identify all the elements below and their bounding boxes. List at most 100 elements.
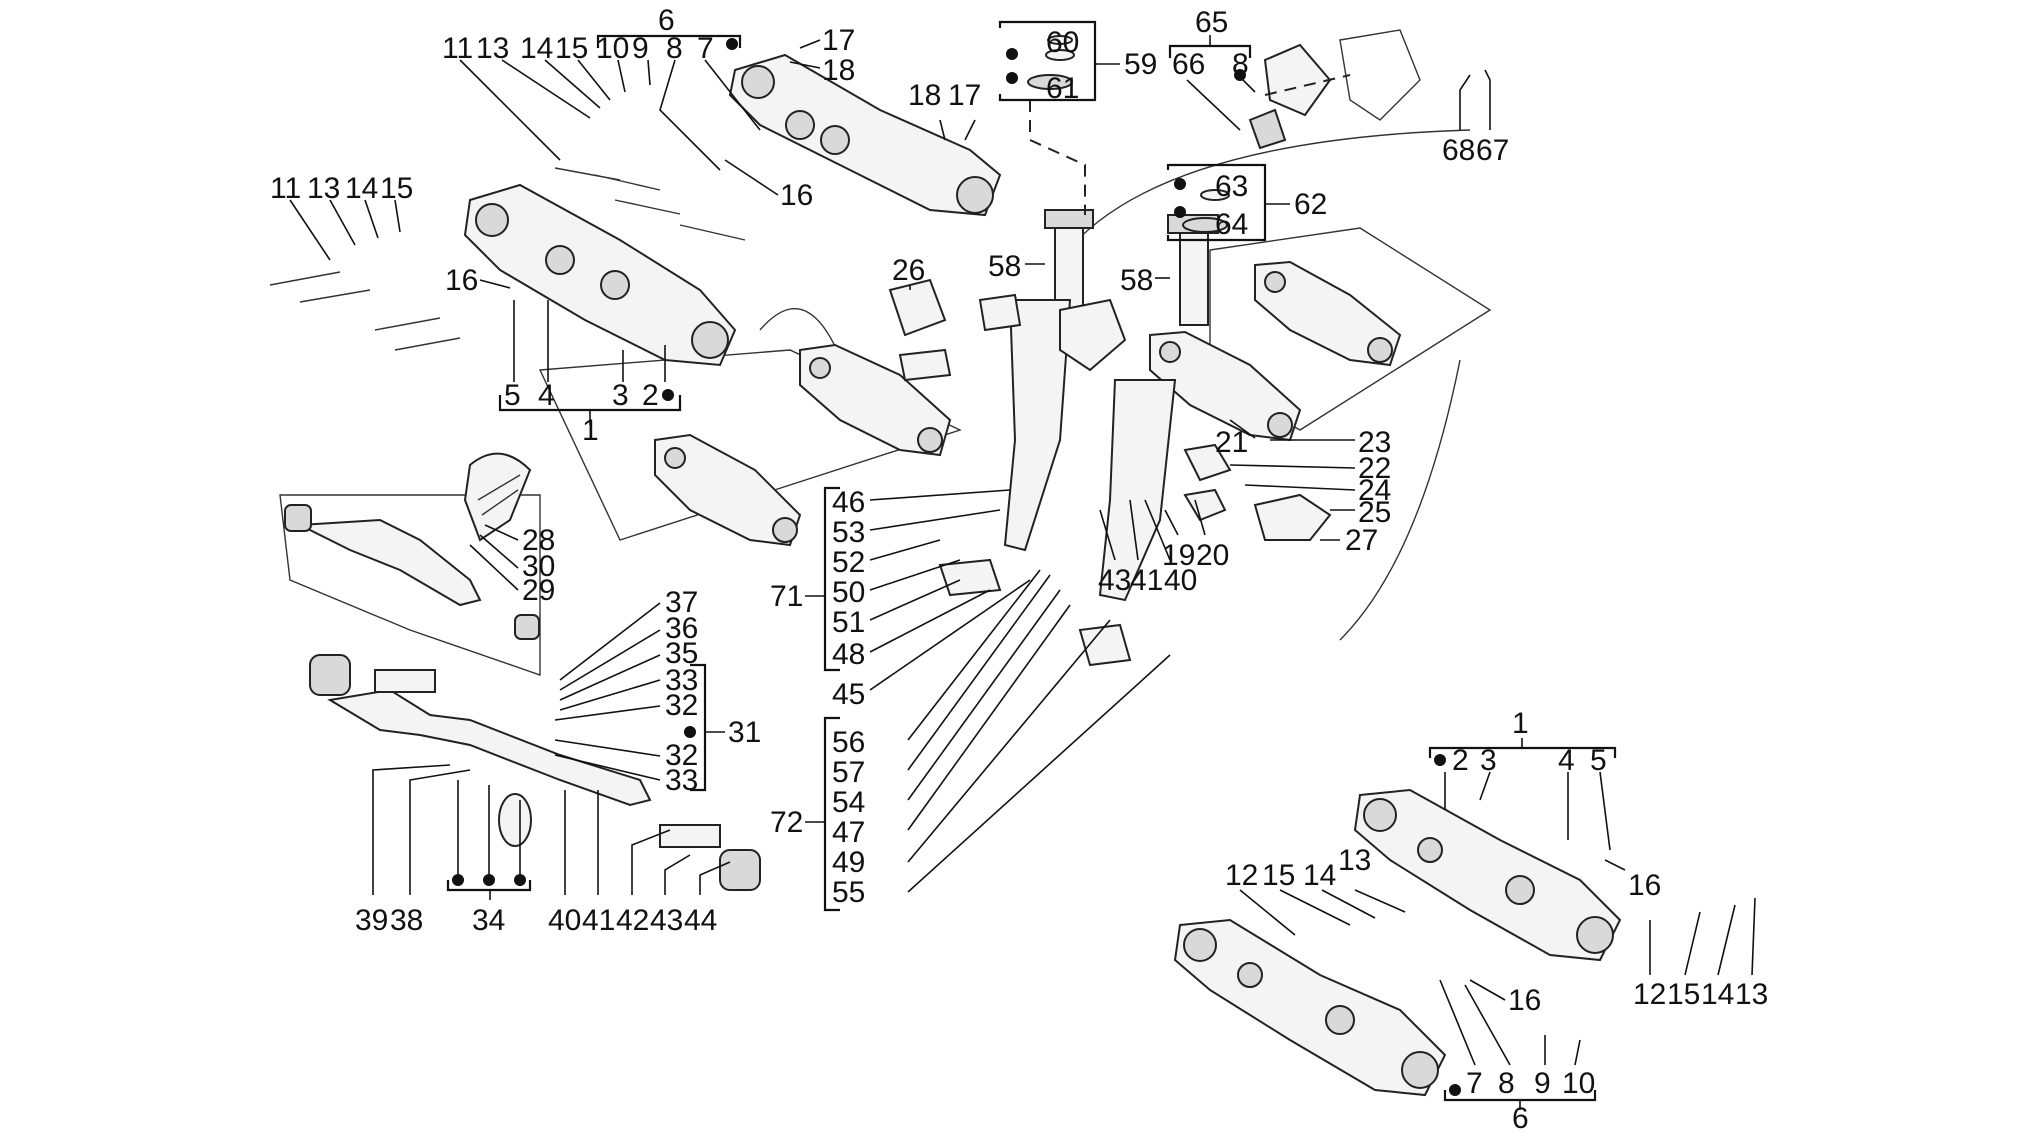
- crossbeam-bottom-right-lower: [1173, 918, 1447, 1097]
- callout-28: 28: [522, 524, 555, 557]
- callout-18: 18: [822, 54, 855, 87]
- callout-34: 34: [472, 904, 505, 937]
- callout-61: 61: [1046, 72, 1079, 105]
- callout-8: 8: [1232, 48, 1249, 81]
- steering-head-nut-set: [1027, 35, 1230, 233]
- callout-63: 63: [1215, 170, 1248, 203]
- callout-59: 59: [1124, 48, 1157, 81]
- callout-13: 13: [307, 172, 340, 205]
- callout-38: 38: [390, 904, 423, 937]
- callout-37: 37: [665, 586, 698, 619]
- callout-17: 17: [822, 24, 855, 57]
- callout-16: 16: [445, 264, 478, 297]
- callout-10: 10: [1562, 1067, 1595, 1100]
- callout-32: 32: [665, 689, 698, 722]
- callout-67: 67: [1476, 134, 1509, 167]
- callout-43: 43: [650, 904, 683, 937]
- callout-15: 15: [555, 32, 588, 65]
- callout-12: 12: [1633, 978, 1666, 1011]
- callout-35: 35: [665, 637, 698, 670]
- callout-6: 6: [1512, 1102, 1529, 1133]
- callout-10: 10: [596, 32, 629, 65]
- callout-6: 6: [658, 4, 675, 37]
- callout-3: 3: [1480, 744, 1497, 777]
- callout-11: 11: [442, 32, 473, 65]
- callout-58: 58: [988, 250, 1021, 283]
- callout-5: 5: [1590, 744, 1607, 777]
- callout-27: 27: [1345, 524, 1378, 557]
- callout-51: 51: [832, 606, 865, 639]
- callout-16: 16: [1508, 984, 1541, 1017]
- shift-lever-assembly: [309, 654, 761, 891]
- upper-crossbeam-top-left: [728, 53, 1002, 217]
- callout-29: 29: [522, 574, 555, 607]
- callout-1: 1: [1512, 707, 1529, 740]
- callout-30: 30: [522, 550, 555, 583]
- callout-44: 44: [684, 904, 717, 937]
- callout-64: 64: [1215, 208, 1248, 241]
- callout-14: 14: [1701, 978, 1734, 1011]
- callout-24: 24: [1358, 474, 1391, 507]
- callout-16: 16: [780, 179, 813, 212]
- callout-19: 19: [1162, 539, 1195, 572]
- bolts-top-left: [269, 167, 746, 351]
- callout-9: 9: [1534, 1067, 1551, 1100]
- clamp-brackets-right: [1183, 443, 1332, 541]
- callout-36: 36: [665, 612, 698, 645]
- callout-62: 62: [1294, 188, 1327, 221]
- callout-33: 33: [665, 764, 698, 797]
- clamp-brackets-middle: [888, 278, 1132, 667]
- callout-68: 68: [1442, 134, 1475, 167]
- shift-lever-inset: [284, 504, 540, 640]
- callout-16: 16: [1628, 869, 1661, 902]
- callout-54: 54: [832, 786, 865, 819]
- callout-14: 14: [345, 172, 378, 205]
- callout-39: 39: [355, 904, 388, 937]
- headstock-bracket: [1059, 298, 1127, 372]
- callout-4: 4: [538, 379, 555, 412]
- callout-13: 13: [476, 32, 509, 65]
- callout-56: 56: [832, 726, 865, 759]
- callout-20: 20: [1196, 539, 1229, 572]
- callout-15: 15: [1667, 978, 1700, 1011]
- callout-40: 40: [1164, 564, 1197, 597]
- callout-23: 23: [1358, 426, 1391, 459]
- callout-9: 9: [632, 32, 649, 65]
- callout-41: 41: [582, 904, 615, 937]
- callout-13: 13: [1735, 978, 1768, 1011]
- callout-50: 50: [832, 576, 865, 609]
- callout-18: 18: [908, 79, 941, 112]
- callout-7: 7: [697, 32, 714, 65]
- callout-58: 58: [1120, 264, 1153, 297]
- callout-15: 15: [1262, 859, 1295, 892]
- callout-55: 55: [832, 876, 865, 909]
- callout-42: 42: [616, 904, 649, 937]
- callout-3: 3: [612, 379, 629, 412]
- callout-45: 45: [832, 678, 865, 711]
- steering-column-right: [1098, 214, 1219, 602]
- callout-2: 2: [1452, 744, 1469, 777]
- callout-13: 13: [1338, 844, 1371, 877]
- callout-4: 4: [1558, 744, 1575, 777]
- callout-17: 17: [948, 79, 981, 112]
- crossbeam-bottom-right-upper: [1353, 788, 1622, 962]
- callout-12: 12: [1225, 859, 1258, 892]
- callout-2: 2: [642, 379, 659, 412]
- callout-1: 1: [582, 414, 599, 447]
- callout-52: 52: [832, 546, 865, 579]
- callout-48: 48: [832, 638, 865, 671]
- callout-40: 40: [548, 904, 581, 937]
- callout-41: 41: [1130, 564, 1163, 597]
- callout-46: 46: [832, 486, 865, 519]
- lower-crossbeam-top-left: [463, 183, 737, 367]
- small-crossbeam-lower: [654, 433, 802, 547]
- callout-5: 5: [504, 379, 521, 412]
- callout-25: 25: [1358, 496, 1391, 529]
- callout-72: 72: [770, 806, 803, 839]
- callout-33: 33: [665, 664, 698, 697]
- callout-8: 8: [666, 32, 683, 65]
- crossbeam-right-upper: [1254, 260, 1402, 367]
- callout-57: 57: [832, 756, 865, 789]
- small-crossbeam-upper: [799, 343, 952, 457]
